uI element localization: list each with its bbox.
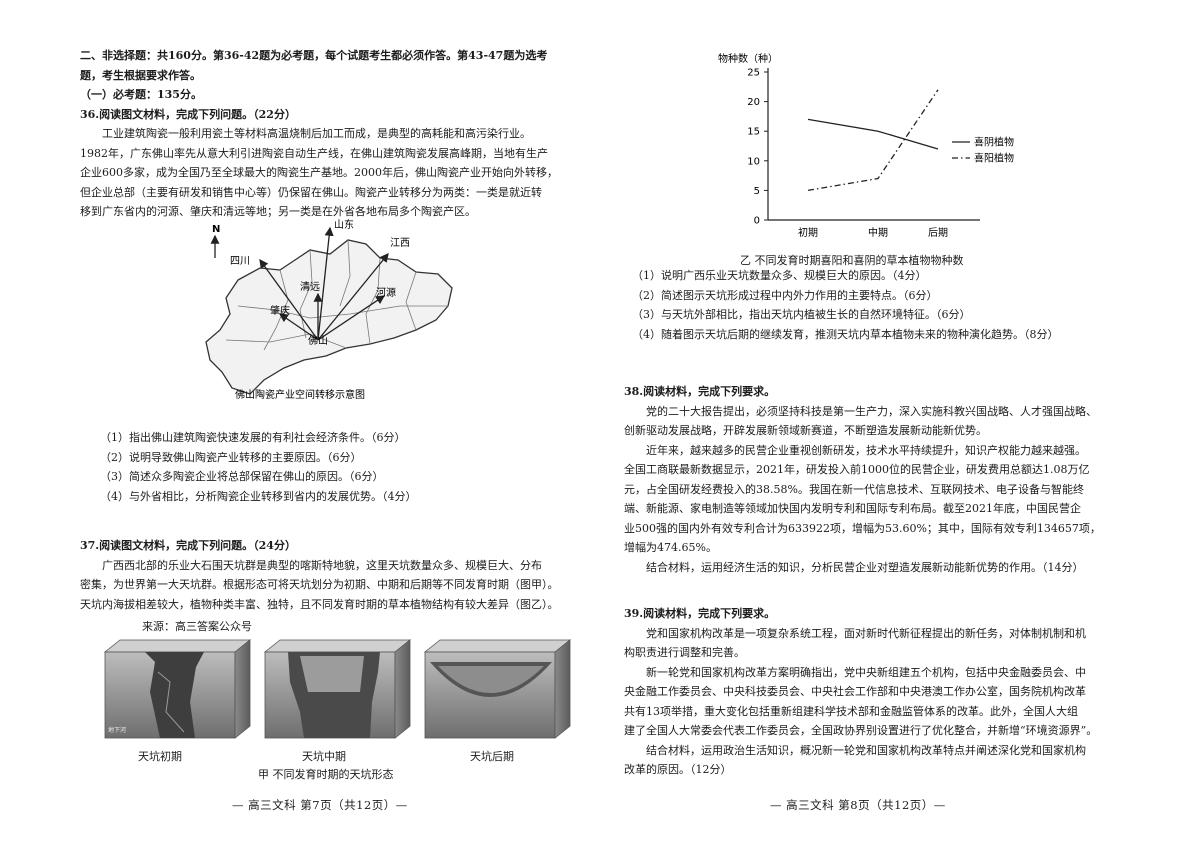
q38-line: 增幅为474.65%。 bbox=[624, 541, 717, 554]
q39-title: 39.阅读材料，完成下列要求。 bbox=[624, 607, 776, 620]
q37-question-2: （2）简述图示天坑形成过程中内外力作用的主要特点。（6分） bbox=[632, 288, 938, 302]
q39-line: 党和国家机构改革是一项复杂系统工程，面对新时代新征程提出的新任务，对体制机制和机 bbox=[646, 626, 1086, 640]
x-tick-label: 后期 bbox=[928, 227, 948, 239]
q39-line: 建了全国人大常委会代表工作委员会，全国政协界别设置进行了优化整合，并新增“环境资… bbox=[624, 724, 1098, 737]
section-header-line1: 二、非选择题：共160分。第36-42题为必考题，每个试题考生都必须作答。第43… bbox=[80, 49, 548, 62]
arrow-to-heyuan bbox=[317, 295, 386, 341]
q38-line: 元，占全国研发经费投入的38.58%。我国在新一代信息技术、互联网技术、电子设备… bbox=[624, 482, 1084, 496]
foshan-ceramics-transfer-map: N 山东 四川 江西 清远 河源 肇庆 佛山 佛山陶瓷产业空间转移示意图 bbox=[205, 218, 453, 401]
chart-series bbox=[807, 89, 939, 192]
q39-line: 改革的原因。（12分） bbox=[624, 763, 732, 776]
q36-line: 移到广东省内的河源、肇庆和清远等地；另一类是在外省各地布局多个陶瓷产区。 bbox=[80, 205, 476, 218]
arrow-to-jiangxi bbox=[317, 252, 389, 341]
label-heyuan: 河源 bbox=[376, 286, 396, 299]
label-sichuan: 四川 bbox=[230, 256, 250, 267]
q39-line: 新一轮党和国家机构改革方案明确指出，党中央新组建五个机构，包括中央金融委员会、中 bbox=[646, 665, 1086, 679]
map-caption: 佛山陶瓷产业空间转移示意图 bbox=[235, 388, 365, 401]
figure-jia-caption: 甲 不同发育时期的天坑形态 bbox=[258, 768, 394, 781]
q39-line: 构职责进行调整和完善。 bbox=[624, 646, 745, 659]
x-tick-label: 中期 bbox=[868, 226, 888, 239]
chart-ylabel: 物种数（种） bbox=[718, 52, 778, 65]
q38-line: 业500强的国内外有效专利合计为633922项，增幅为53.60%；其中，国际有… bbox=[624, 521, 1101, 535]
section-header-line2: 题，考生根据要求作答。 bbox=[80, 68, 201, 82]
q39-block: 39.阅读材料，完成下列要求。 党和国家机构改革是一项复杂系统工程，面对新时代新… bbox=[624, 604, 1180, 780]
q38-line: 端、新能源、家电制造等领域加快国内发明专利和国际专利布局。截至2021年底，中国… bbox=[624, 502, 1081, 515]
arrow-to-shandong bbox=[317, 226, 334, 341]
q38-line: 结合材料，运用经济生活的知识，分析民营企业对塑造发展新动能新优势的作用。（14分… bbox=[646, 560, 1084, 574]
q36-line: 企业600多家，成为全国乃至全球最大的陶瓷生产基地。2000年后，佛山陶瓷产业开… bbox=[80, 166, 558, 179]
q37-line: 密集，为世界第一大天坑群。根据形态可将天坑划分为初期、中期和后期等不同发育时期（… bbox=[80, 578, 559, 591]
required-header: （一）必考题：135分。 bbox=[80, 88, 202, 101]
q38-passage: 党的二十大报告提出，必须坚持科技是第一生产力，深入实施科教兴国战略、人才强国战略… bbox=[624, 402, 1180, 578]
underground-river-label: 地下河 bbox=[108, 726, 126, 734]
label-shandong: 山东 bbox=[334, 218, 354, 231]
tiankeng-late-block bbox=[423, 639, 572, 739]
series-line-1 bbox=[807, 89, 939, 192]
arrow-to-zhaoqing bbox=[278, 313, 319, 341]
q39-line: 共有13项举措，重大变化包括重新组建科学技术部和金融监管体系的改革。此外，全国人… bbox=[624, 704, 1078, 718]
guangdong-province-outline bbox=[205, 239, 453, 395]
q37-line: 天坑内海拔相差较大，植物种类丰富、独特，且不同发育时期的草本植物结构有较大差异（… bbox=[80, 597, 559, 611]
legend-label: 喜阳植物 bbox=[974, 152, 1014, 165]
chart-axes: 0 5 10 15 20 25 初期 中期 后期 bbox=[747, 68, 980, 239]
transfer-arrows bbox=[259, 226, 389, 341]
q39-line: 央金融工作委员会、中央科技委员会、中央社会工作部和中央港澳工作办公室，国务院机构… bbox=[624, 685, 1086, 698]
q36-questions: （1）指出佛山建筑陶瓷快速发展的有利社会经济条件。（6分） （2）说明导致佛山陶… bbox=[100, 428, 417, 506]
legend-label: 喜阴植物 bbox=[974, 136, 1014, 149]
y-tick-label: 5 bbox=[754, 186, 760, 197]
q37-passage: 37.阅读图文材料，完成下列问题。（24分） 广西西北部的乐业大石围天坑群是典型… bbox=[80, 536, 590, 614]
label-qingyuan: 清远 bbox=[300, 280, 320, 293]
q36-line: 1982年，广东佛山率先从意大利引进陶瓷自动生产线，在佛山建筑陶瓷发展高峰期，当… bbox=[80, 146, 548, 160]
q38-line: 党的二十大报告提出，必须坚持科技是第一生产力，深入实施科教兴国战略、人才强国战略… bbox=[646, 404, 1097, 418]
arrow-to-sichuan bbox=[259, 258, 319, 341]
q37-questions: （1）说明广西乐业天坑数量众多、规模巨大的原因。（4分） （2）简述图示天坑形成… bbox=[632, 266, 1059, 344]
stage-label-late: 天坑后期 bbox=[470, 750, 514, 763]
q38-line: 创新驱动发展战略，开辟发展新领域新赛道，不断塑造发展新动能新优势。 bbox=[624, 424, 987, 437]
y-tick-label: 10 bbox=[747, 156, 760, 167]
q37-question-1: （1）说明广西乐业天坑数量众多、规模巨大的原因。（4分） bbox=[632, 269, 927, 282]
y-tick-label: 25 bbox=[747, 68, 760, 79]
q37-line: 广西西北部的乐业大石围天坑群是典型的喀斯特地貌，这里天坑数量众多、规模巨大、分布 bbox=[102, 558, 542, 572]
q37-title: 37.阅读图文材料，完成下列问题。（24分） bbox=[80, 539, 296, 552]
q36-line: 但企业总部（主要有研发和销售中心等）仍保留在佛山。陶瓷产业转移分为两类：一类是就… bbox=[80, 185, 542, 199]
series-line-0 bbox=[807, 118, 939, 150]
label-foshan: 佛山 bbox=[308, 334, 328, 347]
source-watermark: 来源：高三答案公众号 bbox=[142, 620, 252, 633]
q37-question-3: （3）与天坑外部相比，指出天坑内植被生长的自然环境特征。（6分） bbox=[632, 308, 971, 321]
page-7: 二、非选择题：共160分。第36-42题为必考题，每个试题考生都必须作答。第43… bbox=[80, 49, 582, 222]
figure-yi-caption: 乙 不同发育时期喜阳和喜阴的草本植物物种数 bbox=[740, 254, 964, 267]
stage-label-middle: 天坑中期 bbox=[302, 750, 346, 763]
q36-line: 工业建筑陶瓷一般利用瓷土等材料高温烧制后加工而成，是典型的高耗能和高污染行业。 bbox=[102, 127, 531, 140]
q36-question-4: （4）与外省相比，分析陶瓷企业转移到省内的发展优势。（4分） bbox=[100, 489, 417, 503]
city-boundaries bbox=[225, 239, 448, 351]
footer-page-8: — 高三文科 第8页（共12页）— bbox=[770, 798, 946, 812]
y-tick-label: 15 bbox=[747, 127, 760, 138]
q38-block: 38.阅读材料，完成下列要求。 党的二十大报告提出，必须坚持科技是第一生产力，深… bbox=[624, 382, 1180, 577]
footer-page-7: — 高三文科 第7页（共12页）— bbox=[232, 798, 408, 812]
q36-title: 36.阅读图文材料，完成下列问题。（22分） bbox=[80, 107, 296, 121]
q38-line: 全国工商联最新数据显示，2021年，研发投入前1000位的民营企业，研发费用总额… bbox=[624, 463, 1090, 476]
tiankeng-early-block: 地下河 bbox=[103, 639, 252, 739]
q36-passage: 工业建筑陶瓷一般利用瓷土等材料高温烧制后加工而成，是典型的高耗能和高污染行业。 … bbox=[80, 124, 582, 222]
stage-label-early: 天坑初期 bbox=[138, 750, 182, 763]
y-tick-label: 20 bbox=[747, 97, 760, 108]
north-label: N bbox=[212, 224, 220, 235]
y-tick-label: 0 bbox=[754, 216, 760, 227]
q38-title: 38.阅读材料，完成下列要求。 bbox=[624, 385, 776, 398]
q38-line: 近年来，越来越多的民营企业重视创新研发，技术水平持续提升，知识产权能力越来越强。 bbox=[646, 443, 1086, 457]
tiankeng-stage-diagrams: 地下河 bbox=[103, 639, 572, 739]
tiankeng-middle-block bbox=[263, 639, 412, 739]
label-zhaoqing: 肇庆 bbox=[270, 304, 290, 317]
q37-question-4: （4）随着图示天坑后期的继续发育，推测天坑内草本植物未来的物种演化趋势。（8分） bbox=[632, 327, 1059, 341]
q39-passage: 党和国家机构改革是一项复杂系统工程，面对新时代新征程提出的新任务，对体制机制和机… bbox=[624, 624, 1180, 780]
q36-question-3: （3）简述众多陶瓷企业将总部保留在佛山的原因。（6分） bbox=[100, 470, 384, 483]
q36-question-1: （1）指出佛山建筑陶瓷快速发展的有利社会经济条件。（6分） bbox=[100, 431, 406, 444]
x-tick-label: 初期 bbox=[798, 226, 818, 239]
q36-question-2: （2）说明导致佛山陶瓷产业转移的主要原因。（6分） bbox=[100, 450, 362, 464]
q39-line: 结合材料，运用政治生活知识，概况新一轮党和国家机构改革特点并阐述深化党和国家机构 bbox=[646, 743, 1086, 757]
label-jiangxi: 江西 bbox=[390, 237, 410, 249]
